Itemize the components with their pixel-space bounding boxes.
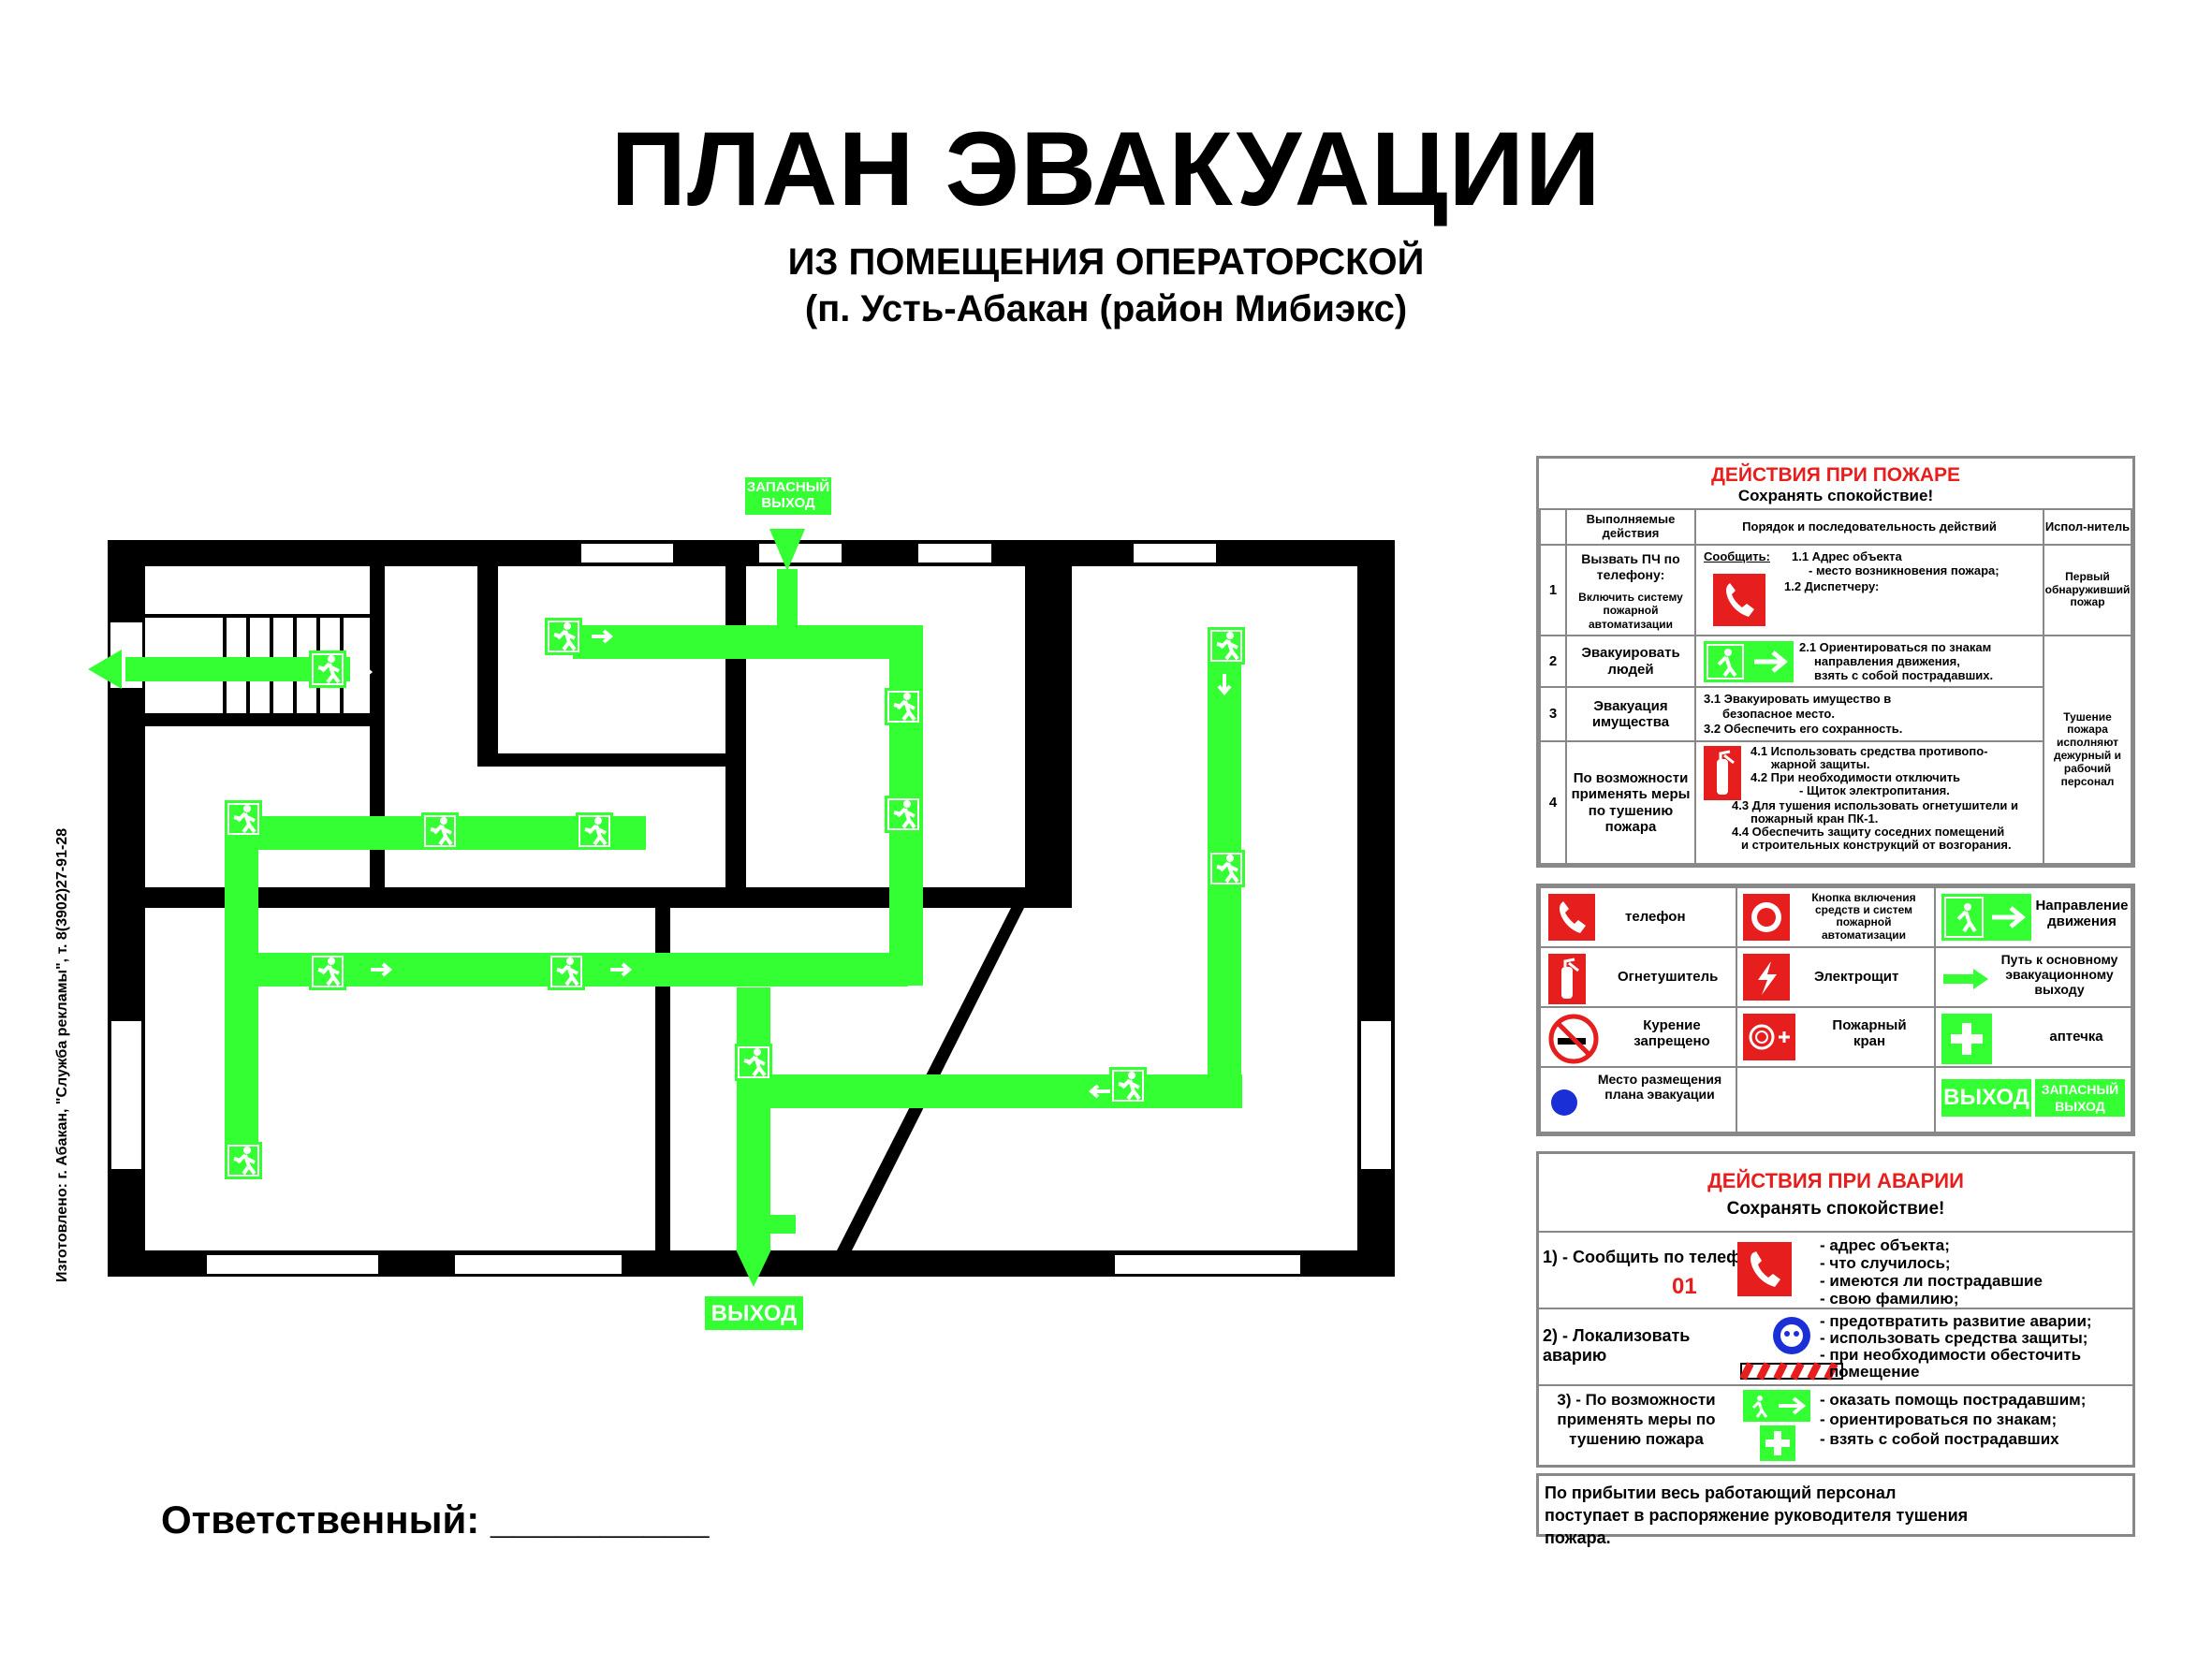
- accident-row1-items: - адрес объекта; - что случилось; - имею…: [1820, 1236, 2043, 1308]
- legend-item-main-path: Путь к основному эвакуационному выходу: [1934, 946, 2132, 1008]
- exit-sign: ВЫХОД: [1941, 1079, 2031, 1117]
- emergency-number: 01: [1672, 1274, 1697, 1299]
- header-actions: Выполняемые действия: [1565, 508, 1696, 546]
- row3-action: Эвакуация имущества: [1565, 686, 1696, 742]
- legend-item-direction: Направление движения: [1934, 886, 2132, 948]
- protective-mask-icon: [1739, 1317, 1843, 1381]
- row1-steps: Сообщить: 1.1 Адрес объекта - место возн…: [1694, 544, 2044, 636]
- arrival-note: По прибытии весь работающий персонал пос…: [1545, 1483, 1969, 1547]
- row4-steps: 4.1 Использовать средства противопо- жар…: [1694, 740, 2044, 865]
- page-subtitle: ИЗ ПОМЕЩЕНИЯ ОПЕРАТОРСКОЙ: [787, 241, 1425, 283]
- legend-item-alarm-button: Кнопка включения средств и систем пожарн…: [1736, 886, 1936, 948]
- location-dot-icon: [1551, 1089, 1577, 1116]
- accident-actions-subtitle: Сохранять спокойствие!: [1726, 1199, 1945, 1219]
- responsible-person: Ответственный: __________: [161, 1498, 710, 1542]
- legend-item-plan-location: Место размещения плана эвакуации: [1539, 1066, 1737, 1133]
- extinguisher-icon: [1704, 746, 1741, 800]
- row2-action: Эвакуировать людей: [1565, 635, 1696, 688]
- direction-icon: [1743, 1390, 1810, 1422]
- emergency-exit-label: ЗАПАСНЫЙ ВЫХОД: [745, 479, 831, 515]
- extinguisher-icon: [1548, 954, 1586, 1004]
- floor-plan: [88, 477, 1395, 1330]
- executor-staff: Тушение пожара исполняют дежурный и рабо…: [2043, 635, 2132, 865]
- first-aid-icon: [1941, 1014, 1992, 1064]
- fire-actions-panel: ДЕЙСТВИЯ ПРИ ПОЖАРЕ Сохранять спокойстви…: [1536, 456, 2135, 868]
- no-smoking-icon: [1548, 1014, 1599, 1064]
- phone-icon: [1548, 894, 1595, 941]
- header-order: Порядок и последовательность действий: [1694, 508, 2044, 546]
- direction-icon: [1941, 894, 2031, 941]
- accident-row-2: 2) - Локализовать аварию - предотвратить…: [1539, 1308, 2132, 1386]
- page-location: (п. Усть-Абакан (район Мибиэкс): [804, 288, 1408, 329]
- main-path-arrow-icon: [1943, 969, 1988, 989]
- legend-item-no-smoking: Курение запрещено: [1539, 1006, 1737, 1068]
- executor-first: Первый обнаруживший пожар: [2043, 544, 2132, 636]
- accident-actions-panel: ДЕЙСТВИЯ ПРИ АВАРИИ Сохранять спокойстви…: [1536, 1151, 2135, 1468]
- row1-action: Вызвать ПЧ по телефону: Включить систему…: [1565, 544, 1696, 636]
- route-arrows: [351, 629, 1232, 1099]
- accident-row-1: 1) - Сообщить по телефону 01 - адрес объ…: [1539, 1231, 2132, 1309]
- direction-icon: [1704, 641, 1794, 682]
- legend-item-extinguisher: Огнетушитель: [1539, 946, 1737, 1008]
- row4-action: По возможности применять меры по тушению…: [1565, 740, 1696, 865]
- alarm-button-icon: [1743, 894, 1790, 941]
- accident-row2-items: - предотвратить развитие аварии; - испол…: [1820, 1312, 2092, 1381]
- phone-icon: [1737, 1242, 1792, 1296]
- header-executor: Испол-нитель: [2043, 508, 2132, 546]
- legend-item-fire-hose: Пожарный кран: [1736, 1006, 1936, 1068]
- arrival-note-panel: По прибытии весь работающий персонал пос…: [1536, 1473, 2135, 1547]
- legend-panel: телефон Кнопка включения средств и систе…: [1536, 884, 2135, 1136]
- accident-row3-items: - оказать помощь пострадавшим; - ориенти…: [1820, 1391, 2087, 1448]
- legend-item-first-aid: аптечка: [1934, 1006, 2132, 1068]
- electric-panel-icon: [1743, 954, 1790, 1001]
- accident-actions-title: ДЕЙСТВИЯ ПРИ АВАРИИ: [1707, 1169, 1964, 1192]
- accident-row-3: 3) - По возможности применять меры по ту…: [1539, 1384, 2132, 1465]
- row2-steps: 2.1 Ориентироваться по знакам направлени…: [1694, 635, 2044, 688]
- fire-actions-subtitle: Сохранять спокойствие!: [1737, 487, 1934, 504]
- legend-item-electric-panel: Электрощит: [1736, 946, 1936, 1008]
- exit-sign: [705, 1296, 803, 1330]
- fire-actions-title: ДЕЙСТВИЯ ПРИ ПОЖАРЕ: [1710, 464, 1961, 486]
- emergency-exit-sign: ЗАПАСНЫЙ ВЫХОД: [2035, 1079, 2125, 1117]
- phone-icon: [1713, 574, 1765, 626]
- exit-label: ВЫХОД: [710, 1301, 798, 1326]
- page-title: ПЛАН ЭВАКУАЦИИ: [610, 110, 1602, 227]
- legend-item-phone: телефон: [1539, 886, 1737, 948]
- fire-hose-icon: [1743, 1014, 1795, 1060]
- row3-steps: 3.1 Эвакуировать имущество в безопасное …: [1694, 686, 2044, 742]
- first-aid-icon: [1760, 1425, 1795, 1461]
- legend-exit-signs: ВЫХОД ЗАПАСНЫЙ ВЫХОД: [1934, 1066, 2132, 1133]
